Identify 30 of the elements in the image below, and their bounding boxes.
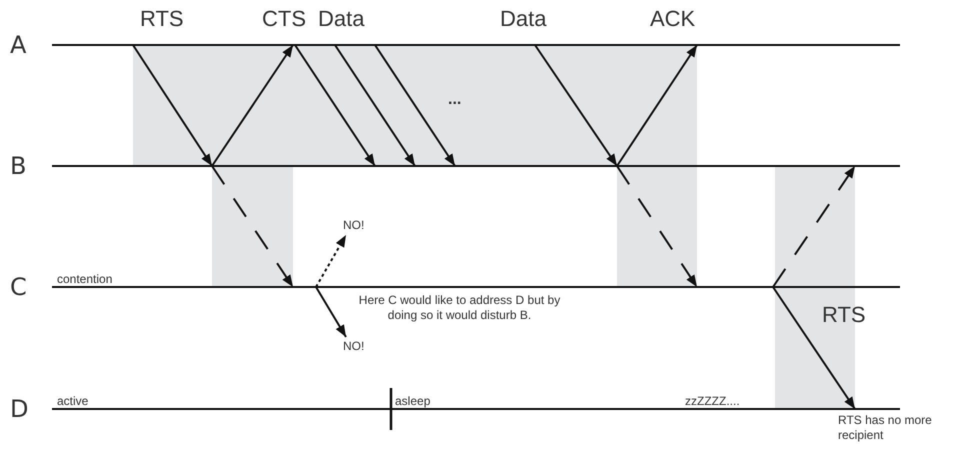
station-label: B xyxy=(10,152,26,180)
warning-text: NO! xyxy=(343,218,364,233)
state-label: active xyxy=(57,395,88,408)
message-label: Data xyxy=(500,6,546,32)
arrow xyxy=(616,44,698,167)
arrow xyxy=(211,44,294,167)
arrow xyxy=(294,44,376,167)
arrow xyxy=(315,286,347,338)
message-label: ACK xyxy=(650,6,696,32)
state-label: contention xyxy=(57,273,112,286)
arrow xyxy=(132,44,213,167)
arrow xyxy=(374,44,456,167)
message-label: RTS xyxy=(822,302,866,328)
note: RTS has no more recipient xyxy=(838,413,933,443)
message-label: RTS xyxy=(140,6,184,32)
arrow xyxy=(534,44,618,167)
state-label: asleep xyxy=(395,395,430,408)
state-label: zzZZZZ.... xyxy=(685,395,740,408)
message-label: CTS xyxy=(262,6,306,32)
note: ... xyxy=(448,92,462,107)
station-label: C xyxy=(10,273,27,301)
dashed-arrow xyxy=(772,165,856,288)
arrow xyxy=(772,286,856,410)
note: Here C would like to address D but by doing so it would disturb B. xyxy=(358,293,562,323)
dashed-arrow xyxy=(315,234,347,288)
message-label: Data xyxy=(318,6,364,32)
station-label: D xyxy=(10,395,28,423)
warning-text: NO! xyxy=(343,339,364,354)
arrow xyxy=(334,44,416,167)
station-label: A xyxy=(10,31,26,59)
